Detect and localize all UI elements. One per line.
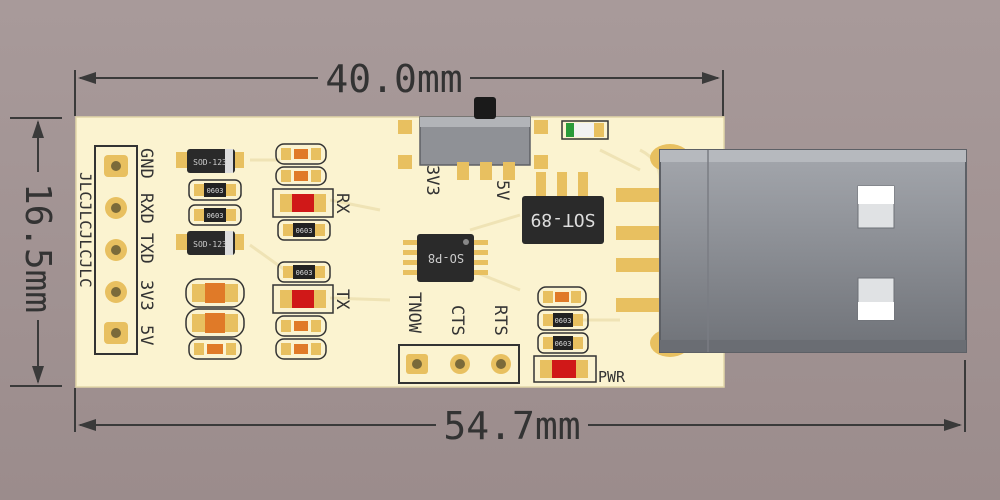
resistor-r6-label: 0603 (555, 340, 572, 348)
diode-top: SOD-123 (176, 149, 244, 173)
header-pin (105, 239, 127, 261)
silkscreen-jlc: JLCJLCJLCJLC (76, 172, 95, 288)
pin-label-txd: TXD (136, 233, 156, 264)
pin-header (94, 145, 138, 355)
pin-label-tnow: TNOW (404, 292, 424, 334)
capacitor-c5 (275, 166, 327, 186)
ic-chip: SO-P8 (403, 234, 488, 282)
led-green (561, 120, 609, 140)
resistor-r1: 0603 (188, 179, 242, 201)
regulator-label: SOT-89 (530, 209, 595, 230)
resistor-r1-label: 0603 (207, 187, 224, 195)
led-pwr (533, 355, 597, 383)
dimension-bottom: 54.7mm (74, 360, 966, 448)
capacitor-c4 (275, 143, 327, 165)
led-pwr-label: PWR (598, 368, 626, 386)
pin-label-cts: CTS (447, 305, 467, 336)
capacitor-c6 (275, 315, 327, 337)
pin-label-rts: RTS (490, 305, 510, 336)
header-pin-labels: GND RXD TXD 3V3 5V (136, 148, 156, 345)
resistor-r4-label: 0603 (296, 269, 313, 277)
resistor-r3-label: 0603 (296, 227, 313, 235)
switch-label-5v: 5V (492, 180, 512, 200)
led-rx-label: RX (332, 193, 352, 214)
diode-top-label: SOD-123 (193, 158, 227, 167)
pin-label-5v: 5V (136, 325, 156, 345)
resistor-r2: 0603 (188, 204, 242, 226)
switch-label-3v3: 3V3 (422, 165, 442, 196)
bottom-pin-header (398, 344, 520, 384)
pin-label-3v3: 3V3 (136, 280, 156, 311)
pin-label-rxd: RXD (136, 193, 156, 224)
capacitor-c2 (185, 308, 245, 338)
capacitor-c7 (275, 338, 327, 360)
diode-bottom-label: SOD-123 (193, 240, 227, 249)
slide-switch (398, 97, 548, 180)
resistor-r3: 0603 (277, 219, 331, 241)
dimension-left: 16.5mm (10, 117, 62, 387)
resistor-r2-label: 0603 (207, 212, 224, 220)
resistor-r4: 0603 (277, 261, 331, 283)
regulator: SOT-89 (522, 172, 604, 244)
header-pin (104, 155, 128, 177)
resistor-r6: 0603 (537, 332, 589, 354)
led-tx (272, 284, 334, 314)
capacitor-c1 (185, 278, 245, 308)
capacitor-c8 (537, 286, 587, 308)
header-pin (105, 281, 127, 303)
resistor-r5: 0603 (537, 309, 589, 331)
dimension-top-label: 40.0mm (325, 57, 462, 101)
pin-label-gnd: GND (136, 148, 156, 179)
usb-connector (616, 144, 967, 357)
resistor-r5-label: 0603 (555, 317, 572, 325)
diode-bottom: SOD-123 (176, 231, 244, 255)
led-tx-label: TX (332, 289, 352, 310)
header-pin (104, 322, 128, 344)
capacitor-c3 (188, 338, 242, 360)
led-rx (272, 188, 334, 218)
dimension-left-label: 16.5mm (17, 183, 58, 313)
dimension-top: 40.0mm (74, 57, 724, 116)
dimension-bottom-label: 54.7mm (443, 404, 580, 448)
header-pin (105, 197, 127, 219)
ic-label: SO-P8 (428, 251, 464, 265)
